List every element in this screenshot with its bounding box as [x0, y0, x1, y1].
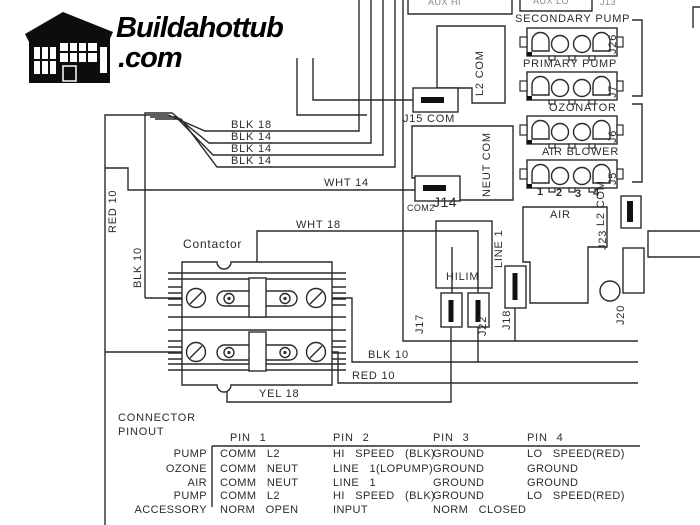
j14-label: J14: [433, 194, 458, 210]
pinout-col-pin2: PIN 2: [333, 432, 370, 444]
pinout-row-device: PUMP: [173, 448, 207, 460]
hilim-label: HILIM: [446, 271, 480, 283]
logo-house-icon: [25, 12, 113, 83]
pinout-row-device: ACCESSORY: [134, 504, 207, 516]
wire-label-wht14: WHT 14: [324, 177, 369, 189]
l2-com-label: L2 COM: [474, 50, 486, 96]
pinout-cell: GROUND: [433, 448, 485, 460]
wire-label-wht18: WHT 18: [296, 219, 341, 231]
wire-label-blk18: BLK 18: [231, 119, 272, 131]
pinout-cell: LO SPEED(RED): [527, 490, 625, 502]
wire-label-red10-v: RED 10: [107, 189, 119, 233]
wire-label-blk10-h: BLK 10: [368, 349, 409, 361]
pinout-cell: COMM NEUT: [220, 477, 299, 489]
logo-brand: Buildahottub: [116, 12, 284, 44]
pin-number-2: 2: [556, 187, 563, 199]
j26-label: J26: [607, 33, 619, 54]
j7-label: J7: [607, 84, 619, 98]
pinout-row-device: OZONE: [165, 463, 207, 475]
pinout-row-device: AIR: [187, 477, 207, 489]
pinout-col-pin1: PIN 1: [230, 432, 267, 444]
j18-label: J18: [501, 309, 513, 330]
pinout-cell: GROUND: [527, 463, 579, 475]
pinout-cell: LO SPEED(RED): [527, 448, 625, 460]
pinout-cell: GROUND: [433, 477, 485, 489]
line1-label: LINE 1: [493, 229, 505, 268]
pinout-cell: NORM CLOSED: [433, 504, 527, 516]
pinout-cell: GROUND: [527, 477, 579, 489]
primary-pump-label: PRIMARY PUMP: [523, 58, 618, 70]
pinout-cell: GROUND: [433, 463, 485, 475]
pin-number-4: 4: [593, 187, 600, 199]
wire-label-red10-h: RED 10: [352, 370, 396, 382]
ozonator-label: OZONATOR: [549, 102, 617, 114]
j15-com-label: J15 COM: [403, 113, 456, 125]
aux-lo-label-cutoff: AUX LO: [533, 0, 570, 6]
pinout-cell: INPUT: [333, 504, 368, 516]
com2-label: COM2: [407, 203, 435, 213]
j6-label: J6: [607, 129, 619, 143]
pinout-heading-line1: CONNECTOR: [118, 412, 196, 424]
air-label: AIR: [550, 209, 571, 221]
logo-suffix: .com: [118, 42, 183, 74]
pin-number-1: 1: [537, 186, 544, 198]
pinout-heading-line2: PINOUT: [118, 426, 165, 438]
pin-number-3: 3: [575, 188, 582, 200]
wire-label-yel18: YEL 18: [259, 388, 300, 400]
pinout-cell: COMM NEUT: [220, 463, 299, 475]
pinout-cell: GROUND: [433, 490, 485, 502]
pinout-cell: LINE 1: [333, 477, 377, 489]
wire-label-blk14b: BLK 14: [231, 143, 272, 155]
j23-signal-label: L2 COM: [595, 180, 607, 226]
wire-label-blk10-v: BLK 10: [132, 247, 144, 288]
contactor-label: Contactor: [183, 237, 243, 251]
j13-label-cutoff: J13: [600, 0, 617, 7]
wire-label-blk14a: BLK 14: [231, 131, 272, 143]
j17-label: J17: [414, 313, 426, 334]
secondary-pump-label: SECONDARY PUMP: [515, 13, 631, 25]
pinout-row-device: PUMP: [173, 490, 207, 502]
aux-hi-label-cutoff: AUX HI: [428, 0, 462, 7]
air-blower-label: AIR BLOWER: [542, 146, 620, 158]
pinout-cell: HI SPEED (BLK): [333, 448, 436, 460]
pinout-col-pin4: PIN 4: [527, 432, 564, 444]
j5-label: J5: [607, 171, 619, 185]
pinout-cell: HI SPEED (BLK): [333, 490, 436, 502]
j20-label: J20: [615, 304, 627, 325]
j23-label: J23: [597, 229, 609, 250]
pinout-cell: NORM OPEN: [220, 504, 299, 516]
pinout-cell: COMM L2: [220, 490, 280, 502]
wire-label-blk14c: BLK 14: [231, 155, 272, 167]
pinout-cell: LINE 1(LOPUMP): [333, 463, 434, 475]
pinout-cell: COMM L2: [220, 448, 280, 460]
j22-label: J22: [477, 315, 489, 336]
pinout-col-pin3: PIN 3: [433, 432, 470, 444]
neut-com-label: NEUT COM: [481, 132, 493, 197]
